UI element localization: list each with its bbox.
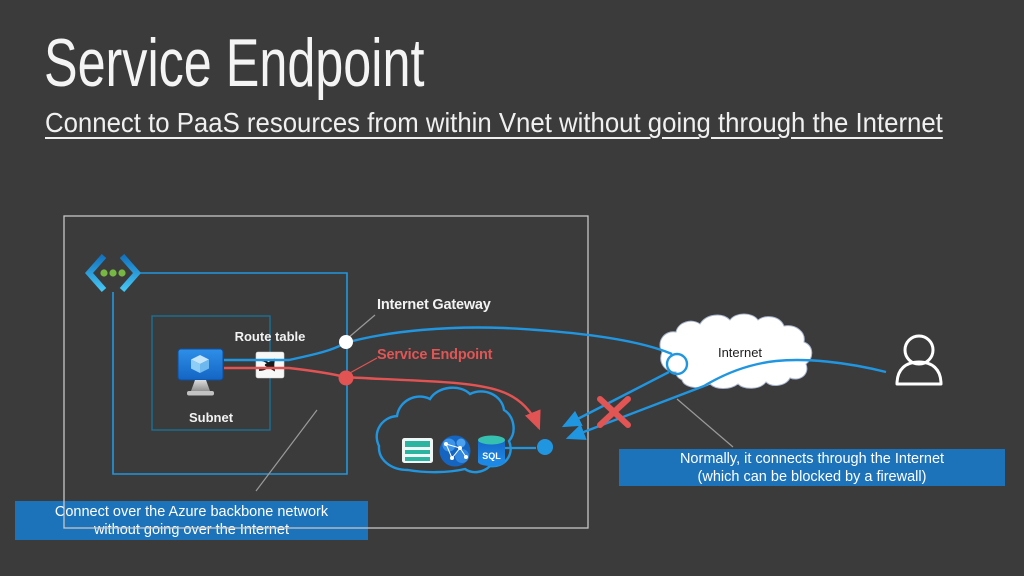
svg-text:SQL: SQL bbox=[482, 451, 501, 461]
callout-line: Normally, it connects through the Intern… bbox=[679, 450, 945, 467]
endpoint-leader-line bbox=[347, 357, 378, 375]
internet-path-callout: Normally, it connects through the Intern… bbox=[619, 449, 1005, 486]
globe-network-icon bbox=[439, 435, 471, 467]
diagram-outer-box bbox=[63, 215, 589, 529]
internet-gateway-dot bbox=[339, 335, 353, 349]
internet-gateway-label: Internet Gateway bbox=[377, 297, 491, 313]
sql-database-icon: SQL bbox=[478, 435, 505, 466]
vnet-boundary-box bbox=[112, 272, 348, 475]
storage-table-icon bbox=[402, 438, 433, 463]
vm-icon bbox=[177, 348, 224, 396]
service-endpoint-dot bbox=[338, 370, 354, 386]
callout-line: without going over the Internet bbox=[93, 521, 290, 538]
internet-callout-leader bbox=[676, 398, 734, 448]
callout-line: (which can be blocked by a firewall) bbox=[697, 468, 927, 485]
backbone-path-callout: Connect over the Azure backbone network … bbox=[15, 501, 368, 540]
internet-cloud-label: Internet bbox=[717, 345, 763, 360]
service-endpoint-path bbox=[224, 366, 541, 431]
page-subtitle: Connect to PaaS resources from within Vn… bbox=[45, 107, 943, 138]
callout-line: Connect over the Azure backbone network bbox=[54, 503, 329, 520]
paas-endpoint-dot bbox=[537, 439, 553, 455]
subnet-label: Subnet bbox=[188, 410, 234, 425]
person-internet-path bbox=[565, 358, 887, 440]
paas-services-cloud bbox=[375, 386, 515, 474]
gateway-leader-line bbox=[347, 314, 376, 339]
blocked-x-icon bbox=[597, 396, 631, 428]
vnet-icon bbox=[84, 254, 142, 292]
route-table-icon bbox=[255, 351, 285, 379]
page-title: Service Endpoint bbox=[44, 25, 425, 101]
person-icon bbox=[895, 334, 943, 386]
service-endpoint-label: Service Endpoint bbox=[377, 347, 493, 363]
route-table-label: Route table bbox=[234, 329, 306, 344]
